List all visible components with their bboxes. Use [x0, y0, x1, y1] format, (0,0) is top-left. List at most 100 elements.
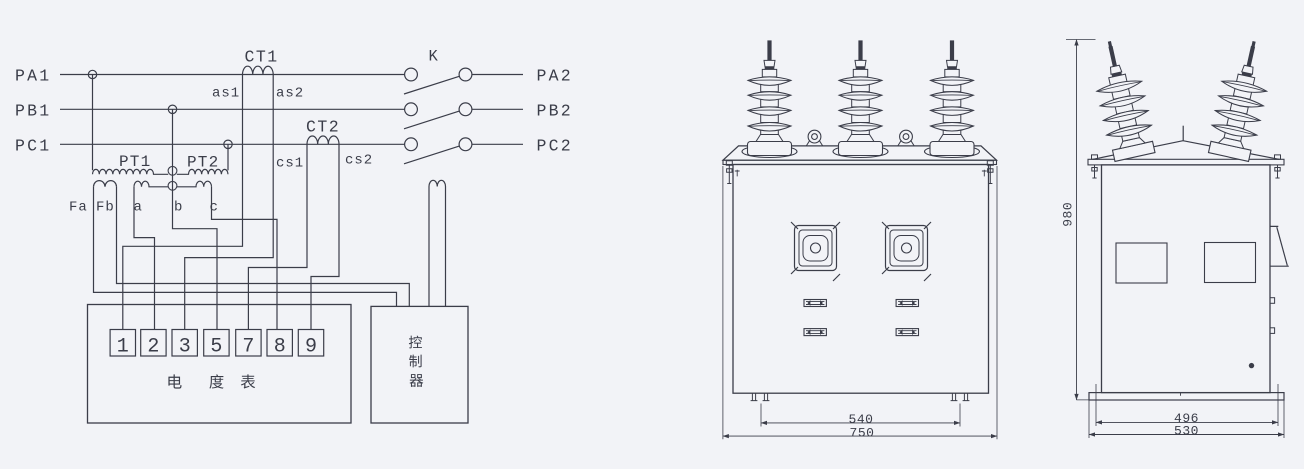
front-strip — [895, 328, 920, 337]
dim530-ext — [1088, 400, 1285, 438]
pt2-secondary-coil — [176, 180, 213, 188]
terminal-digit-2: 2 — [147, 336, 159, 359]
front-view: 540 750 — [721, 40, 999, 440]
front-window-circle — [809, 242, 822, 254]
lifting-lug-hole — [902, 133, 910, 141]
front-strip-bolt-left — [899, 300, 903, 306]
front-window-screws — [881, 221, 932, 282]
front-window-inner — [893, 235, 920, 262]
front-strip-bolt-left — [807, 329, 811, 335]
pt-junction-upper — [167, 165, 178, 176]
wire-as2-terminal3 — [184, 74, 274, 330]
terminal-box-1 — [109, 328, 137, 357]
switch-contact-left-3 — [404, 137, 419, 152]
lifting-lug-base — [805, 139, 824, 147]
pt1-secondary-coil — [133, 180, 169, 188]
label-pa2: PA2 — [537, 67, 573, 86]
controller-box — [370, 305, 469, 424]
front-bushing — [929, 40, 975, 157]
terminal-digit-8: 8 — [274, 336, 286, 359]
front-window-outer — [793, 224, 838, 272]
front-strip — [803, 328, 827, 337]
front-bushing — [837, 40, 884, 157]
front-window-circle — [900, 242, 913, 254]
front-strip-bolt-left — [899, 329, 903, 335]
front-strip-bolt-right — [820, 329, 823, 335]
switch-blade-1 — [403, 75, 460, 95]
side-bushing-right — [1205, 36, 1278, 163]
lifting-lug-base — [897, 139, 915, 147]
front-tank — [732, 163, 990, 394]
front-bushing — [746, 40, 793, 157]
switch-contact-left-2 — [404, 102, 419, 117]
front-lid-bolt-head-729 — [725, 160, 733, 166]
side-lid-bolt-head — [1274, 154, 1281, 160]
aux-winding-coil — [92, 180, 118, 187]
terminal-box-2 — [140, 328, 167, 357]
front-strip — [895, 298, 920, 308]
dim496-text: 496 — [1174, 411, 1199, 426]
front-lid-bolt-990 — [987, 165, 994, 184]
terminal-digit-3: 3 — [179, 336, 191, 359]
front-lid-bolt-head-990 — [986, 160, 994, 166]
front-lid-bolt-729 — [726, 165, 733, 184]
label-b: b — [174, 200, 183, 216]
front-foot-leg — [950, 393, 958, 402]
front-window-inner — [802, 235, 829, 262]
side-tab-upper — [1269, 297, 1276, 304]
side-drain-dot — [1248, 362, 1255, 369]
wire-as1-terminal1 — [122, 74, 244, 330]
junction-pc1 — [223, 139, 233, 150]
terminal-box-8 — [266, 328, 293, 357]
lifting-lug-ring — [807, 129, 822, 144]
label-fa: Fa — [69, 200, 88, 216]
label-a: a — [134, 200, 143, 216]
wire-fa-controller — [92, 186, 398, 307]
dim750-text: 750 — [850, 425, 875, 440]
meter-glyph-2 — [209, 374, 224, 389]
switch-contact-right-1 — [458, 67, 473, 82]
pt2-primary-coil — [176, 168, 229, 175]
pt1-primary-coil — [91, 168, 169, 175]
front-window-mid — [889, 229, 924, 267]
wire-cs1-terminal7 — [247, 144, 308, 330]
side-bracket — [1270, 225, 1289, 267]
wiring-schematic: PA1 PA2 PB1 PB2 PC1 PC2 K CT1 CT2 as1 as… — [15, 48, 573, 424]
side-tab-lower — [1269, 327, 1276, 334]
dim750-ext — [722, 166, 998, 440]
label-ct1: CT1 — [245, 48, 279, 67]
ct1-coil — [241, 65, 274, 75]
diagram-linework: PA1 PA2 PB1 PB2 PC1 PC2 K CT1 CT2 as1 as… — [15, 36, 1289, 440]
terminal-digit-7: 7 — [242, 336, 254, 359]
pt-junction-lower — [167, 180, 178, 191]
switch-blade-2 — [403, 110, 460, 130]
terminal-box-5 — [203, 328, 230, 357]
controller-glyph-2 — [409, 354, 422, 368]
terminal-box-3 — [171, 328, 198, 357]
dim980-text: 980 — [1060, 202, 1075, 227]
meter-glyph-3 — [240, 374, 256, 389]
wire-cs2-terminal9 — [310, 144, 340, 330]
front-window-mid — [798, 229, 833, 267]
junction-pa1 — [87, 69, 98, 80]
wire-c-terminal8 — [210, 186, 278, 330]
side-bushing-left — [1086, 36, 1159, 163]
switch-blade-3 — [403, 145, 460, 165]
meter-box — [86, 303, 352, 424]
label-pb2: PB2 — [537, 101, 573, 120]
side-base — [1088, 392, 1285, 401]
label-fb: Fb — [96, 200, 115, 216]
front-foot-leg — [962, 393, 970, 402]
switch-contact-right-3 — [458, 137, 473, 152]
front-strip — [803, 298, 827, 308]
lifting-lug-ring — [899, 129, 913, 144]
ct2-coil — [306, 135, 340, 145]
terminal-box-9 — [297, 328, 325, 357]
side-lid-bolt — [1274, 164, 1281, 179]
terminal-digit-9: 9 — [305, 336, 317, 359]
label-pc2: PC2 — [537, 136, 573, 155]
label-switch-k: K — [429, 48, 439, 66]
label-pt1: PT1 — [119, 153, 151, 171]
